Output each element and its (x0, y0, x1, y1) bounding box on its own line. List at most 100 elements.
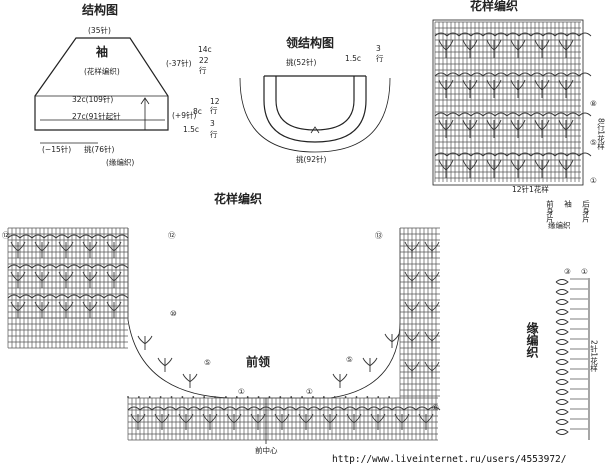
leaf-stitch-motif (510, 119, 526, 138)
watermark-url: http://www.liveinternet.ru/users/4553972… (332, 454, 567, 465)
chain-arc (19, 234, 33, 239)
edge-picot (555, 379, 569, 385)
edge-picot (555, 429, 569, 435)
sleeve-15c: 1.5c (183, 125, 199, 134)
neck-bottom-pick: 挑(92针) (296, 154, 326, 164)
chain-arc (271, 406, 285, 411)
chain-arc (415, 406, 429, 411)
leaf-stitch-motif (250, 413, 266, 430)
leaf-stitch-motif (394, 413, 410, 430)
leaf-stitch-motif (462, 119, 478, 138)
leaf-stitch-motif (418, 413, 434, 430)
leaf-stitch-motif (82, 271, 98, 288)
neck-inner-curve (275, 76, 355, 131)
sleeve-pick: 挑(76针) (84, 144, 114, 154)
chain-arc (530, 152, 544, 157)
edge-picot (555, 309, 569, 315)
leaf-stitch-motif (10, 271, 26, 288)
leaf-stitch-motif (424, 241, 440, 258)
pat-5-marker: ⑤ (590, 138, 597, 147)
chain-arc (427, 406, 441, 411)
neck-3: 3 (376, 44, 381, 53)
chain-arc (542, 72, 556, 77)
main-5-mid: ⑤ (204, 358, 211, 367)
chain-arc (482, 32, 496, 37)
sleeve-8c: 8c (193, 107, 202, 116)
edge-picot (555, 299, 569, 305)
chain-arc (494, 152, 508, 157)
leaf-stitch-motif (424, 271, 440, 288)
chain-arc (199, 406, 213, 411)
edge-title: 缘编织 (525, 321, 539, 359)
edge-repeat: 2针1花样 (589, 340, 598, 373)
leaf-stitch-motif (558, 39, 574, 58)
neck-edge-dot (257, 396, 260, 398)
neck-edge-dot (137, 396, 140, 398)
chain-arc (127, 406, 141, 411)
chain-arc (187, 406, 201, 411)
leaf-stitch-motif (534, 79, 550, 98)
neck-edge-dot (388, 396, 391, 398)
leaf-stitch-motif (462, 79, 478, 98)
neck-edge-dot (159, 396, 162, 398)
chain-arc (115, 234, 129, 239)
sleeve-minus15: (−15针) (42, 144, 71, 154)
leaf-stitch-motif (462, 159, 478, 178)
sleeve-edge: (缘编织) (106, 157, 134, 167)
main-1-left: ① (238, 387, 245, 396)
chain-arc (470, 72, 484, 77)
chain-arc (91, 234, 105, 239)
edge-picot (555, 419, 569, 425)
leaf-stitch-motif (178, 413, 194, 430)
leaf-stitch-motif (106, 241, 122, 258)
chain-arc (31, 294, 45, 299)
edge-picot (555, 349, 569, 355)
edge-3-marker: ③ (564, 267, 571, 276)
chain-arc (554, 112, 568, 117)
chain-arc (494, 112, 508, 117)
leaf-stitch-motif (438, 119, 454, 138)
chain-arc (530, 112, 544, 117)
chain-arc (470, 32, 484, 37)
leaf-stitch-motif (404, 241, 420, 258)
chain-arc (542, 112, 556, 117)
chain-arc (566, 32, 580, 37)
leaf-stitch-motif (274, 413, 290, 430)
leaf-stitch-motif (486, 39, 502, 58)
leaf-stitch-motif (82, 241, 98, 258)
leaf-stitch-motif (510, 159, 526, 178)
front-center-label: 前中心 (255, 445, 278, 455)
chain-arc (542, 152, 556, 157)
neck-edge-dot (377, 396, 380, 398)
chain-arc (79, 264, 93, 269)
leaf-stitch-motif (10, 241, 26, 258)
chain-arc (67, 264, 81, 269)
chain-arc (578, 72, 592, 77)
main-8-right: ⑧ (432, 403, 439, 412)
leaf-stitch-motif (510, 79, 526, 98)
chain-arc (175, 406, 189, 411)
chain-arc (578, 112, 592, 117)
edge-picot (555, 409, 569, 415)
chain-arc (391, 406, 405, 411)
chain-arc (211, 406, 225, 411)
chain-arc (67, 234, 81, 239)
chain-arc (530, 72, 544, 77)
leaf-stitch-motif (384, 333, 400, 348)
chain-arc (79, 234, 93, 239)
leaf-stitch-motif (34, 271, 50, 288)
leaf-stitch-motif (486, 159, 502, 178)
leaf-stitch-motif (404, 301, 420, 318)
main-10-mid: ⑩ (170, 309, 177, 318)
leaf-stitch-motif (182, 373, 198, 388)
chain-arc (7, 264, 21, 269)
chain-arc (506, 112, 520, 117)
leaf-stitch-motif (157, 357, 173, 372)
chain-arc (55, 294, 69, 299)
chain-arc (446, 112, 460, 117)
chain-arc (307, 406, 321, 411)
pat-sleeve: 袖 (564, 199, 573, 209)
chain-arc (319, 406, 333, 411)
chain-arc (343, 406, 357, 411)
edge-picot (555, 359, 569, 365)
